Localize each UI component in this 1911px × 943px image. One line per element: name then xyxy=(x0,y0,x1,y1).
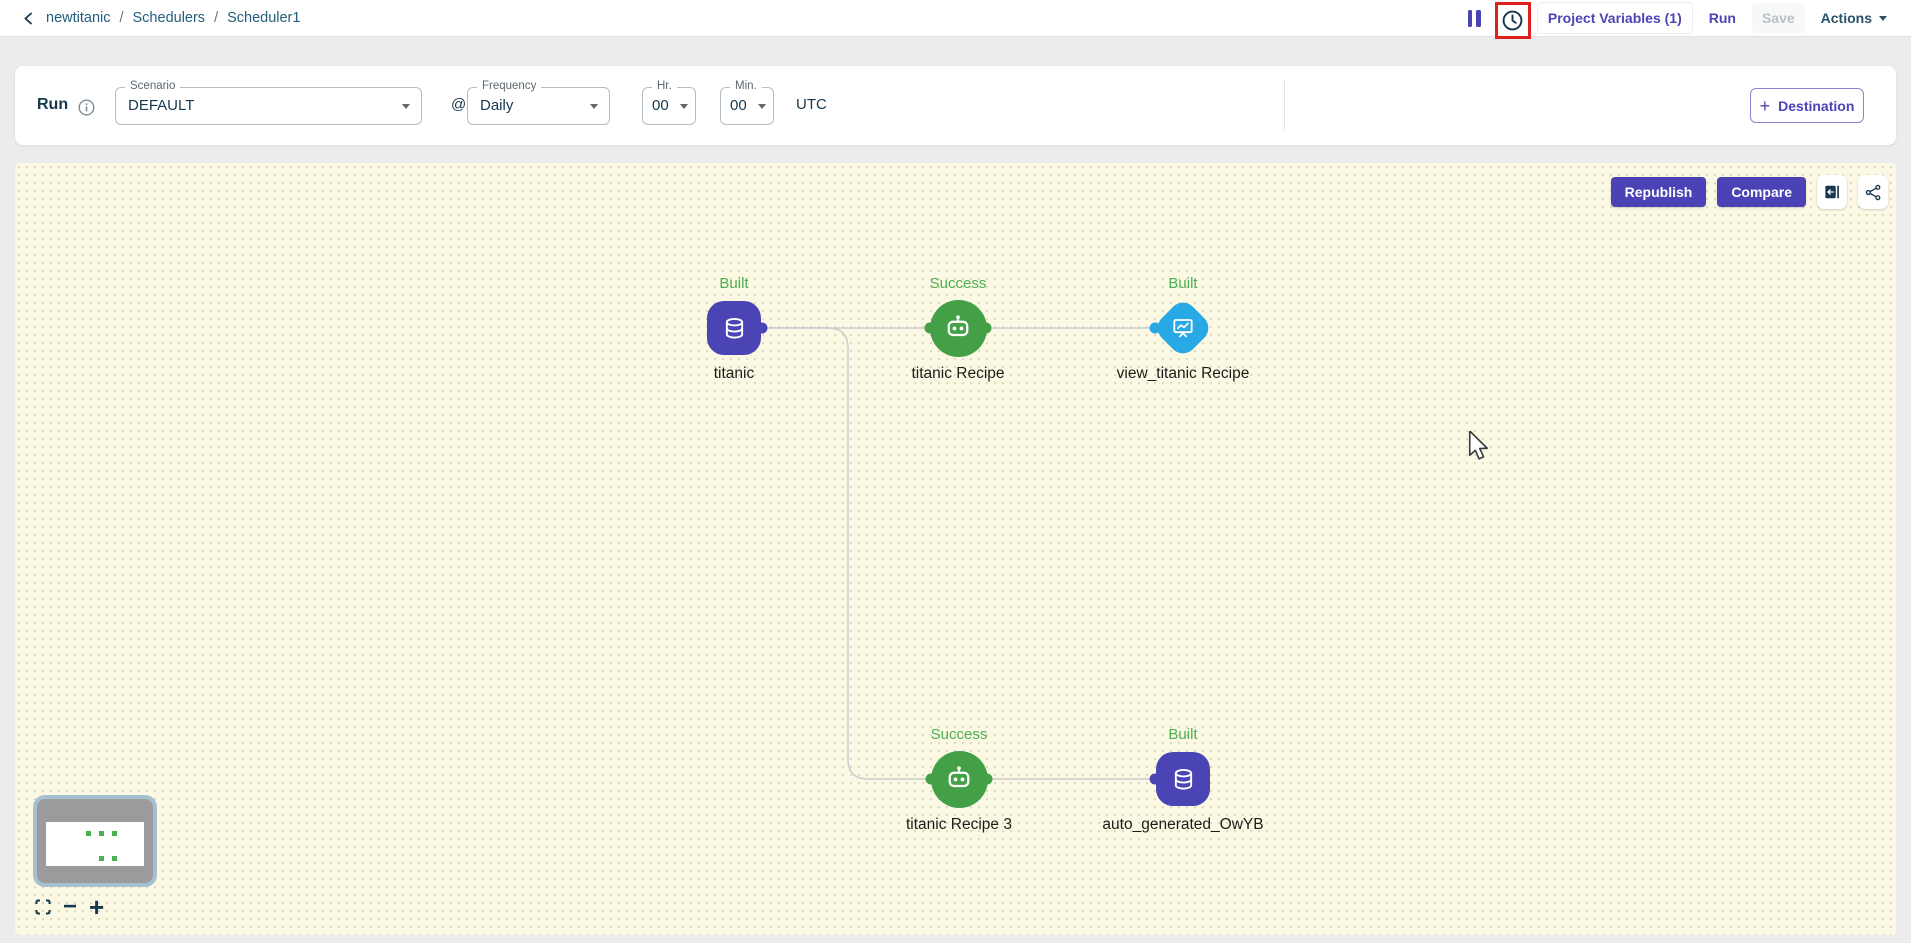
canvas-zoom-controls: − + xyxy=(35,899,104,915)
database-icon xyxy=(721,315,748,342)
clock-button[interactable] xyxy=(1501,9,1524,32)
back-button[interactable] xyxy=(18,8,38,28)
minimap-node-dot xyxy=(112,831,117,836)
flow-node-titanic-recipe-3: Success titanic Recipe 3 xyxy=(849,726,1069,834)
node-label: titanic Recipe 3 xyxy=(906,816,1012,834)
chevron-down-icon xyxy=(590,104,598,109)
destination-label: Destination xyxy=(1778,98,1854,114)
minimap-node-dot xyxy=(86,831,91,836)
chevron-left-icon xyxy=(22,12,35,25)
actions-label: Actions xyxy=(1821,10,1872,26)
database-icon xyxy=(1170,766,1197,793)
save-button[interactable]: Save xyxy=(1752,3,1805,33)
project-variables-button[interactable]: Project Variables (1) xyxy=(1537,2,1693,34)
scenario-select[interactable]: Scenario DEFAULT xyxy=(115,87,422,125)
hour-select[interactable]: Hr. 00 xyxy=(642,87,696,125)
top-header: newtitanic / Schedulers / Scheduler1 Pro… xyxy=(0,0,1911,37)
schedule-toolbar: Run Scenario DEFAULT @ Frequency Daily H… xyxy=(15,66,1896,145)
collapse-panel-button[interactable] xyxy=(1817,175,1847,209)
flow-node-titanic-recipe: Success titanic Recipe xyxy=(848,275,1068,383)
clock-icon xyxy=(1501,9,1524,32)
minute-select-value: 00 xyxy=(730,88,747,124)
node-label: titanic Recipe xyxy=(911,365,1004,383)
minimap-viewport[interactable] xyxy=(46,822,144,866)
arrow-left-to-bar-icon xyxy=(1822,182,1842,202)
chart-node[interactable] xyxy=(1154,299,1212,357)
node-label: titanic xyxy=(714,365,755,383)
node-status-badge: Built xyxy=(719,275,748,294)
run-section-label: Run xyxy=(37,96,68,114)
robot-icon xyxy=(943,313,973,343)
chevron-down-icon xyxy=(402,104,410,109)
dataset-node[interactable] xyxy=(705,299,763,357)
pause-button[interactable] xyxy=(1460,4,1489,33)
share-button[interactable] xyxy=(1858,175,1888,209)
chevron-down-icon xyxy=(680,104,688,109)
chevron-down-icon xyxy=(758,104,766,109)
header-actions: Project Variables (1) Run Save Actions xyxy=(1460,0,1911,39)
canvas-actions: Republish Compare xyxy=(1611,175,1888,209)
minimap[interactable] xyxy=(33,795,157,887)
at-symbol: @ xyxy=(451,96,466,113)
breadcrumb-current: Scheduler1 xyxy=(227,10,300,26)
breadcrumb-separator: / xyxy=(214,10,218,26)
frequency-select-value: Daily xyxy=(480,88,513,124)
flow-node-auto-generated-owyb: Built auto_generated_OwYB xyxy=(1073,726,1293,834)
minimap-node-dot xyxy=(99,831,104,836)
run-button[interactable]: Run xyxy=(1699,3,1746,33)
chart-board-icon xyxy=(1170,315,1196,341)
node-label: view_titanic Recipe xyxy=(1117,365,1250,383)
hour-select-value: 00 xyxy=(652,88,669,124)
flow-node-view-titanic-recipe: Built view_titanic Recipe xyxy=(1073,275,1293,383)
chevron-down-icon xyxy=(1879,16,1887,21)
frequency-select[interactable]: Frequency Daily xyxy=(467,87,610,125)
share-graph-icon xyxy=(1864,183,1883,202)
fit-view-button[interactable] xyxy=(35,899,51,915)
scenario-select-value: DEFAULT xyxy=(128,88,194,124)
flow-node-titanic: Built titanic xyxy=(624,275,844,383)
breadcrumb-schedulers[interactable]: Schedulers xyxy=(133,10,206,26)
zoom-out-button[interactable]: − xyxy=(63,900,77,914)
recipe-node[interactable] xyxy=(929,299,987,357)
add-destination-button[interactable]: + Destination xyxy=(1750,88,1864,123)
recipe-node[interactable] xyxy=(930,750,988,808)
node-status-badge: Success xyxy=(931,726,988,745)
node-status-badge: Success xyxy=(930,275,987,294)
actions-menu-button[interactable]: Actions xyxy=(1811,3,1897,33)
fit-view-icon xyxy=(35,899,51,915)
compare-button[interactable]: Compare xyxy=(1717,177,1806,207)
timezone-label: UTC xyxy=(796,96,827,113)
minimap-node-dot xyxy=(99,856,104,861)
zoom-in-button[interactable]: + xyxy=(89,899,104,915)
toolbar-divider xyxy=(1284,80,1285,131)
minimap-node-dot xyxy=(112,856,117,861)
breadcrumb-project[interactable]: newtitanic xyxy=(46,10,110,26)
pause-icon xyxy=(1476,10,1481,27)
breadcrumb-separator: / xyxy=(119,10,123,26)
robot-icon xyxy=(944,764,974,794)
info-icon[interactable] xyxy=(78,99,95,116)
node-status-badge: Built xyxy=(1168,726,1197,745)
node-status-badge: Built xyxy=(1168,275,1197,294)
dataset-node[interactable] xyxy=(1154,750,1212,808)
pause-icon xyxy=(1468,10,1473,27)
republish-button[interactable]: Republish xyxy=(1611,177,1707,207)
schedule-history-annotation-box xyxy=(1495,2,1531,39)
flow-canvas[interactable]: Built titanic Success xyxy=(15,163,1896,935)
plus-icon: + xyxy=(1760,97,1771,115)
breadcrumb: newtitanic / Schedulers / Scheduler1 xyxy=(46,10,300,26)
node-label: auto_generated_OwYB xyxy=(1102,816,1263,834)
minute-select[interactable]: Min. 00 xyxy=(720,87,774,125)
